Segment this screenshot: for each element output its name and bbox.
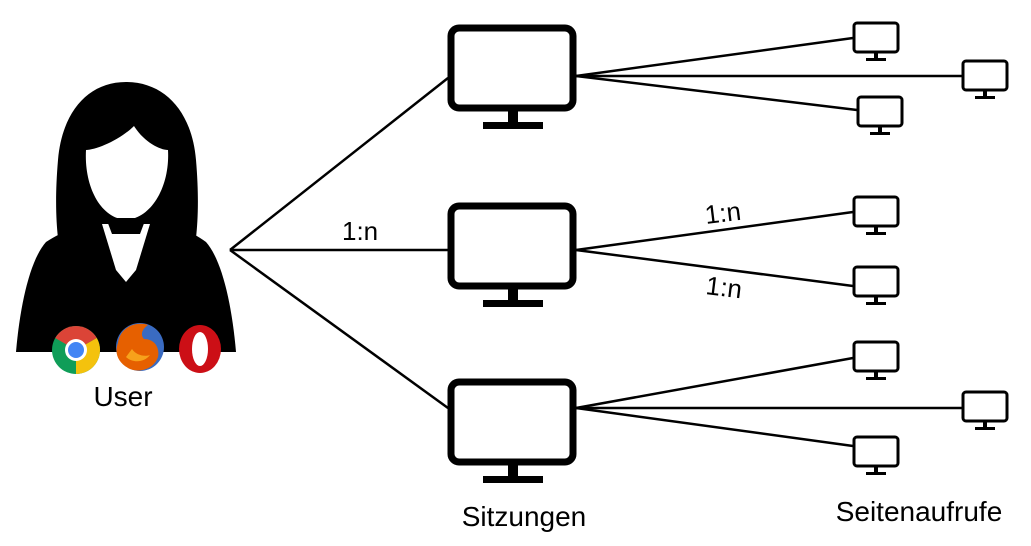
pageviews-label: Seitenaufrufe: [836, 496, 1003, 527]
pageview-monitor-s3-1: [852, 340, 900, 380]
pageview-monitor-s1-2: [961, 59, 1009, 99]
sessions-label: Sitzungen: [462, 501, 587, 532]
user-label: User: [93, 381, 152, 412]
pageview-monitor-s3-2: [961, 390, 1009, 430]
ratio-label-session-page-upper: 1:n: [703, 196, 743, 230]
user-silhouette-icon: [16, 82, 236, 352]
ratio-label-user-session: 1:n: [342, 216, 378, 246]
pageview-monitor-s1-3: [856, 95, 904, 135]
connector-s1-p1: [575, 36, 854, 78]
connector-user-session-3: [229, 248, 449, 410]
pageview-monitor-s2-1: [852, 195, 900, 235]
session-monitor-3: [447, 378, 577, 483]
pageview-monitor-s3-3: [852, 435, 900, 475]
opera-icon: [179, 325, 221, 373]
ratio-label-session-page-lower: 1:n: [704, 270, 744, 304]
chrome-icon: [52, 325, 101, 374]
connector-s3-p1: [575, 356, 854, 410]
connector-s2-p2: [575, 248, 854, 288]
connector-user-session-1: [229, 77, 449, 251]
session-monitor-2: [447, 202, 577, 307]
connectors: [229, 36, 962, 448]
firefox-icon: [116, 323, 164, 371]
pageview-monitor-s1-1: [852, 21, 900, 61]
connector-s3-p3: [575, 406, 854, 448]
connector-s1-p3: [575, 74, 858, 112]
pageview-monitor-s2-2: [852, 265, 900, 305]
connector-s2-p1: [575, 210, 854, 252]
session-monitor-1: [447, 24, 577, 129]
